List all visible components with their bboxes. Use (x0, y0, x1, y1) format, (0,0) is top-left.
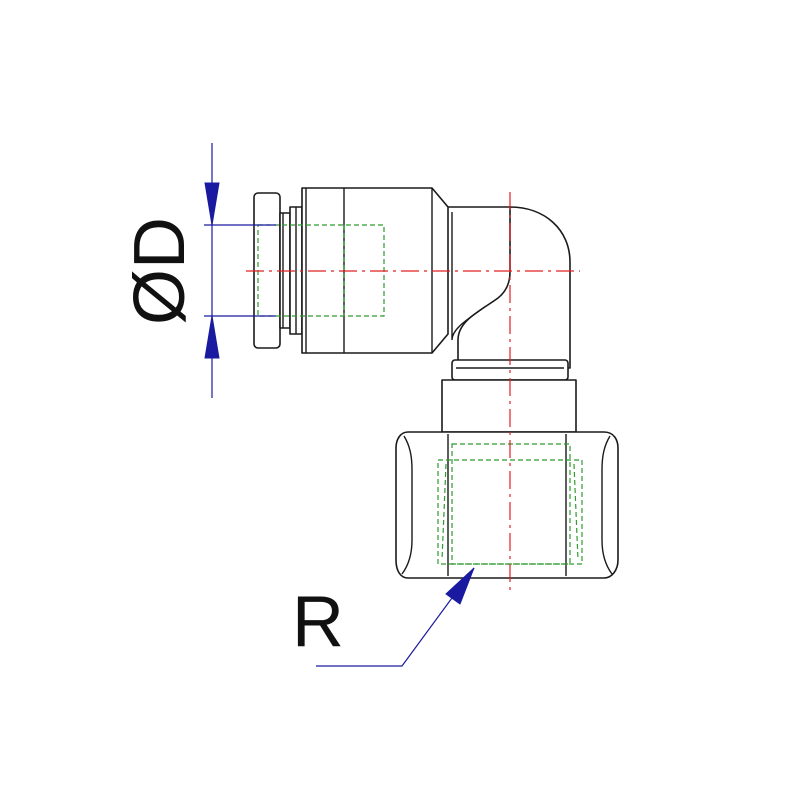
thread-label: R (292, 582, 344, 662)
hidden-bore-vertical (451, 443, 571, 565)
diameter-dimension: ØD (120, 143, 276, 398)
shoulder-block (441, 379, 577, 433)
nut-outline (395, 431, 619, 579)
center-lines (246, 192, 580, 592)
elbow-bend (447, 206, 571, 369)
thread-leader: R (292, 567, 475, 667)
arrow-up-icon (204, 315, 220, 359)
leader-line (316, 567, 475, 667)
arrow-down-icon (204, 182, 220, 226)
hex-nut (395, 431, 619, 579)
diameter-label: ØD (120, 217, 200, 325)
elbow-body (301, 187, 577, 433)
leader-arrow-icon (445, 567, 475, 605)
